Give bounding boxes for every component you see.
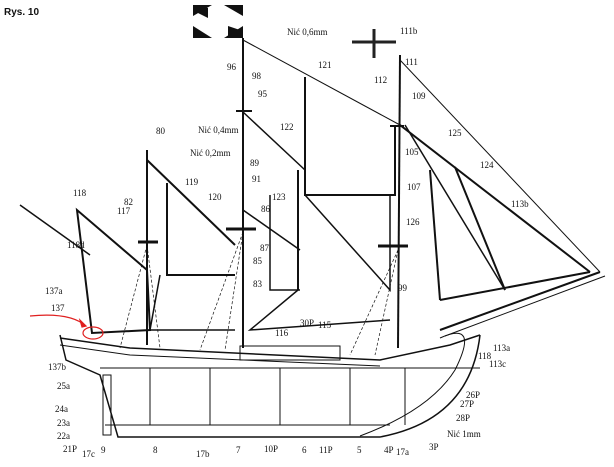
- figure-title: Rys. 10: [4, 7, 39, 18]
- part-label: 137a: [45, 286, 63, 296]
- part-label: 109: [412, 91, 426, 101]
- part-label: 27P: [460, 399, 474, 409]
- part-label: 22a: [57, 431, 70, 441]
- part-label: 118d: [67, 240, 85, 250]
- part-label: 119: [185, 177, 199, 187]
- part-label: 82: [124, 197, 133, 207]
- part-label: 113b: [511, 199, 529, 209]
- part-label: 123: [272, 192, 286, 202]
- part-label: 125: [448, 128, 462, 138]
- part-label: 17a: [396, 447, 409, 457]
- part-label: 113a: [493, 343, 510, 353]
- part-label: 7: [236, 445, 241, 455]
- part-label: 85: [253, 256, 263, 266]
- part-label: 25a: [57, 381, 70, 391]
- part-label: 80: [156, 126, 166, 136]
- part-label: 83: [253, 279, 263, 289]
- part-label: 17b: [196, 449, 210, 459]
- part-label: 98: [252, 71, 262, 81]
- part-label: 5: [357, 445, 362, 455]
- part-label: 24a: [55, 404, 68, 414]
- part-label: 112: [374, 75, 387, 85]
- part-label: 3P: [429, 442, 439, 452]
- part-label: 115: [318, 320, 332, 330]
- part-label: 122: [280, 122, 294, 132]
- part-label: 111: [405, 57, 418, 67]
- part-label: 137: [51, 303, 65, 313]
- part-label: 28P: [456, 413, 470, 423]
- part-label: 30P: [300, 318, 314, 328]
- part-label: 105: [405, 147, 419, 157]
- part-label: 91: [252, 174, 261, 184]
- part-label: 11P: [319, 445, 333, 455]
- part-label: 23a: [57, 418, 70, 428]
- part-label: 113c: [489, 359, 506, 369]
- part-label: 124: [480, 160, 494, 170]
- part-label: 8: [153, 445, 158, 455]
- part-label: Nić 0,2mm: [190, 148, 231, 158]
- part-label: 118: [73, 188, 87, 198]
- highlight-marker: [29, 314, 104, 340]
- part-label: Nić 1mm: [447, 429, 481, 439]
- part-label: 118: [478, 351, 492, 361]
- rigging-lines: [19, 38, 606, 438]
- part-label: 116: [275, 328, 289, 338]
- part-label: 111b: [400, 26, 418, 36]
- part-label: 21P: [63, 444, 77, 454]
- part-label: 87: [260, 243, 270, 253]
- part-label: 137b: [48, 362, 67, 372]
- part-label: 99: [398, 283, 408, 293]
- part-label: 121: [318, 60, 332, 70]
- part-label: 10P: [264, 444, 278, 454]
- part-label: Nić 0,4mm: [198, 125, 239, 135]
- part-label: 96: [227, 62, 237, 72]
- part-label: 86: [261, 204, 271, 214]
- part-label: 120: [208, 192, 222, 202]
- fore-mast-flag: [352, 29, 396, 58]
- part-label: 17c: [82, 449, 95, 459]
- part-label: 6: [302, 445, 307, 455]
- part-label: 95: [258, 89, 268, 99]
- part-label: 126: [406, 217, 420, 227]
- part-label: 107: [407, 182, 421, 192]
- part-label: 4P: [384, 445, 394, 455]
- part-label: 26P: [466, 390, 480, 400]
- part-label: Nić 0,6mm: [287, 27, 328, 37]
- part-label: 9: [101, 445, 106, 455]
- part-label: 89: [250, 158, 260, 168]
- main-mast-flag: [193, 5, 243, 38]
- part-label: 117: [117, 206, 131, 216]
